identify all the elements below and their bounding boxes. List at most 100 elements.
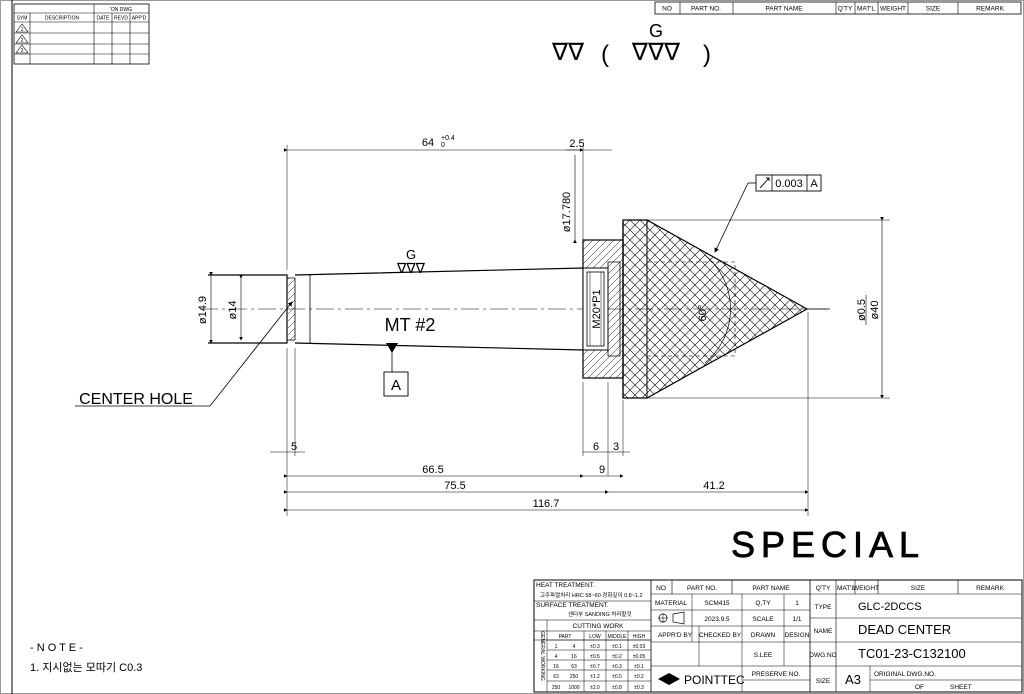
company-logo: POINTTEC [658,673,745,687]
dim-5: 5 [291,441,297,453]
parts-col-partno: PART NO. [691,6,721,13]
parts-col-partname: PART NAME [765,6,803,13]
parts-col-remark: REMARK [976,6,1004,13]
tb-col-partno: PART NO. [687,585,717,592]
svg-text:±0.8: ±0.8 [612,685,622,691]
svg-text:±0.2: ±0.2 [612,654,622,660]
rev-header-date: DATE [97,16,111,22]
surface-finish-general: ∇∇ [551,39,585,66]
title-block: HEAT TREATMENT. 고주파열처리 HRC 58~60 경화깊이 0.… [533,579,1023,693]
surface-finish-open-paren: ( [601,41,609,68]
cutting-work-label: CUTTING WORK [573,623,625,630]
morse-taper [294,267,584,351]
part-drawing: 60° MT #2 M20*P1 G ∇∇∇ A CENTER HOLE 0.0… [75,174,830,408]
sheet-label: SHEET [950,684,972,691]
dim-dia-40: ø40 [869,301,881,320]
projection-symbol-icon [658,611,685,625]
parts-col-size: SIZE [926,6,941,13]
parts-col-qty: Q'TY [838,6,853,13]
dim-3: 3 [613,441,619,453]
rev-header-revd: REVD [114,16,128,22]
cut-header-part: PART [559,634,572,640]
dim-41-2: 41.2 [703,480,724,492]
runout-value: 0.003 [775,178,803,190]
dwgno-value: TC01-23-C132100 [858,646,966,661]
tb-col-no: NO [656,585,666,592]
dim-64-tol-upper: +0.4 [441,135,455,142]
rev-symbol: 3 [21,48,24,54]
dim-dia-0-5: ø0.5 [856,299,868,321]
scale-value: 1/1 [792,616,801,623]
surface-finish-g-letter: G [649,21,663,41]
cut-header-middle: MIDDLE [608,634,628,640]
svg-text:±2.0: ±2.0 [590,685,600,691]
dim-64-tol-lower: 0 [441,142,445,149]
dim-64: 64 [422,137,434,149]
notes: - N O T E - 1. 지시없는 모따기 C0.3 [30,642,142,674]
note-line-1: 1. 지시없는 모따기 C0.3 [30,661,142,674]
angle-label: 60° [697,305,709,322]
svg-text:±0.5: ±0.5 [612,674,622,680]
material-label: MATERIAL [655,600,687,607]
revision-table: 'ON DWG SYM DESCRIPTION DATE REVD APP'D … [13,3,150,65]
cut-row: 16 63 ±0.7 ±0.3 ±0.1 [553,664,644,670]
runout-datum: A [810,178,818,190]
tb-col-partname: PART NAME [752,585,790,592]
svg-text:16: 16 [571,654,577,660]
company-name: POINTTEC [684,673,745,687]
svg-text:±1.2: ±1.2 [590,674,600,680]
svg-text:±0.7: ±0.7 [590,664,600,670]
dim-dia-17-78: ø17.780 [561,192,573,232]
type-label: TYPE [815,604,833,611]
rev-group-header: 'ON DWG [110,7,132,13]
svg-text:250: 250 [552,685,561,691]
thread-label: M20*P1 [591,289,603,328]
svg-text:4: 4 [555,654,558,660]
size-value: A3 [845,672,861,687]
dwgno-label: DWG.NO [809,652,836,659]
svg-text:±0.05: ±0.05 [633,654,646,660]
grind-mark: ∇∇∇ [396,260,426,276]
of-label: OF [915,684,924,691]
svg-text:63: 63 [553,674,559,680]
dim-66-5: 66.5 [422,464,443,476]
rev-symbol: 2 [21,38,24,44]
parts-col-matl: MAT'L [857,6,875,13]
cut-row: 4 16 ±0.5 ±0.2 ±0.05 [555,654,646,660]
dim-9: 9 [599,464,605,476]
drawn-label: DRAWN [751,632,776,639]
name-value: DEAD CENTER [858,622,951,637]
svg-text:±0.3: ±0.3 [590,644,600,650]
rev-symbol: 1 [21,27,24,33]
svg-text:1: 1 [555,644,558,650]
diamond-logo-icon [658,673,680,685]
size-label: SIZE [816,678,831,685]
cut-header-high: HIGH [633,634,646,640]
cut-row: 250 1000 ±2.0 ±0.8 ±0.3 [552,685,644,691]
datum-a-label: A [391,377,401,394]
tb-col-size: SIZE [911,585,926,592]
general-working-label: GENERAL WORKING [539,631,545,681]
dim-116-7: 116.7 [533,498,560,510]
name-label: NAME [814,628,833,635]
center-hole-label: CENTER HOLE [79,391,193,408]
cut-row: 63 250 ±1.2 ±0.5 ±0.2 [553,674,644,680]
heat-treatment-label: HEAT TREATMENT. [536,582,595,589]
surface-finish-symbols: ∇∇ ( G ∇∇∇ ) [551,21,711,68]
parts-col-no: NO [662,6,672,13]
qty-value: 1 [795,600,799,607]
dimension-lines: 64 +0.4 0 2.5 ø17.780 ø14.9 ø14 ø40 ø0.5… [197,135,890,516]
dim-2-5: 2.5 [569,138,584,150]
rev-header-description: DESCRIPTION [45,16,80,22]
special-label: SPECIAL [731,524,925,565]
surface-treatment-label: SURFACE TREATMENT. [536,602,609,609]
checked-label: CHECKED BY [699,632,742,639]
tb-col-matl: MAT'L [837,585,855,592]
runout-arrow-icon [759,177,770,189]
svg-text:±0.5: ±0.5 [590,654,600,660]
rev-header-appd: APP'D [132,16,147,22]
qty-label: Q,TY [755,600,771,607]
rev-triangle-icon [15,34,29,44]
apprd-label: APPR'D BY [658,632,693,639]
